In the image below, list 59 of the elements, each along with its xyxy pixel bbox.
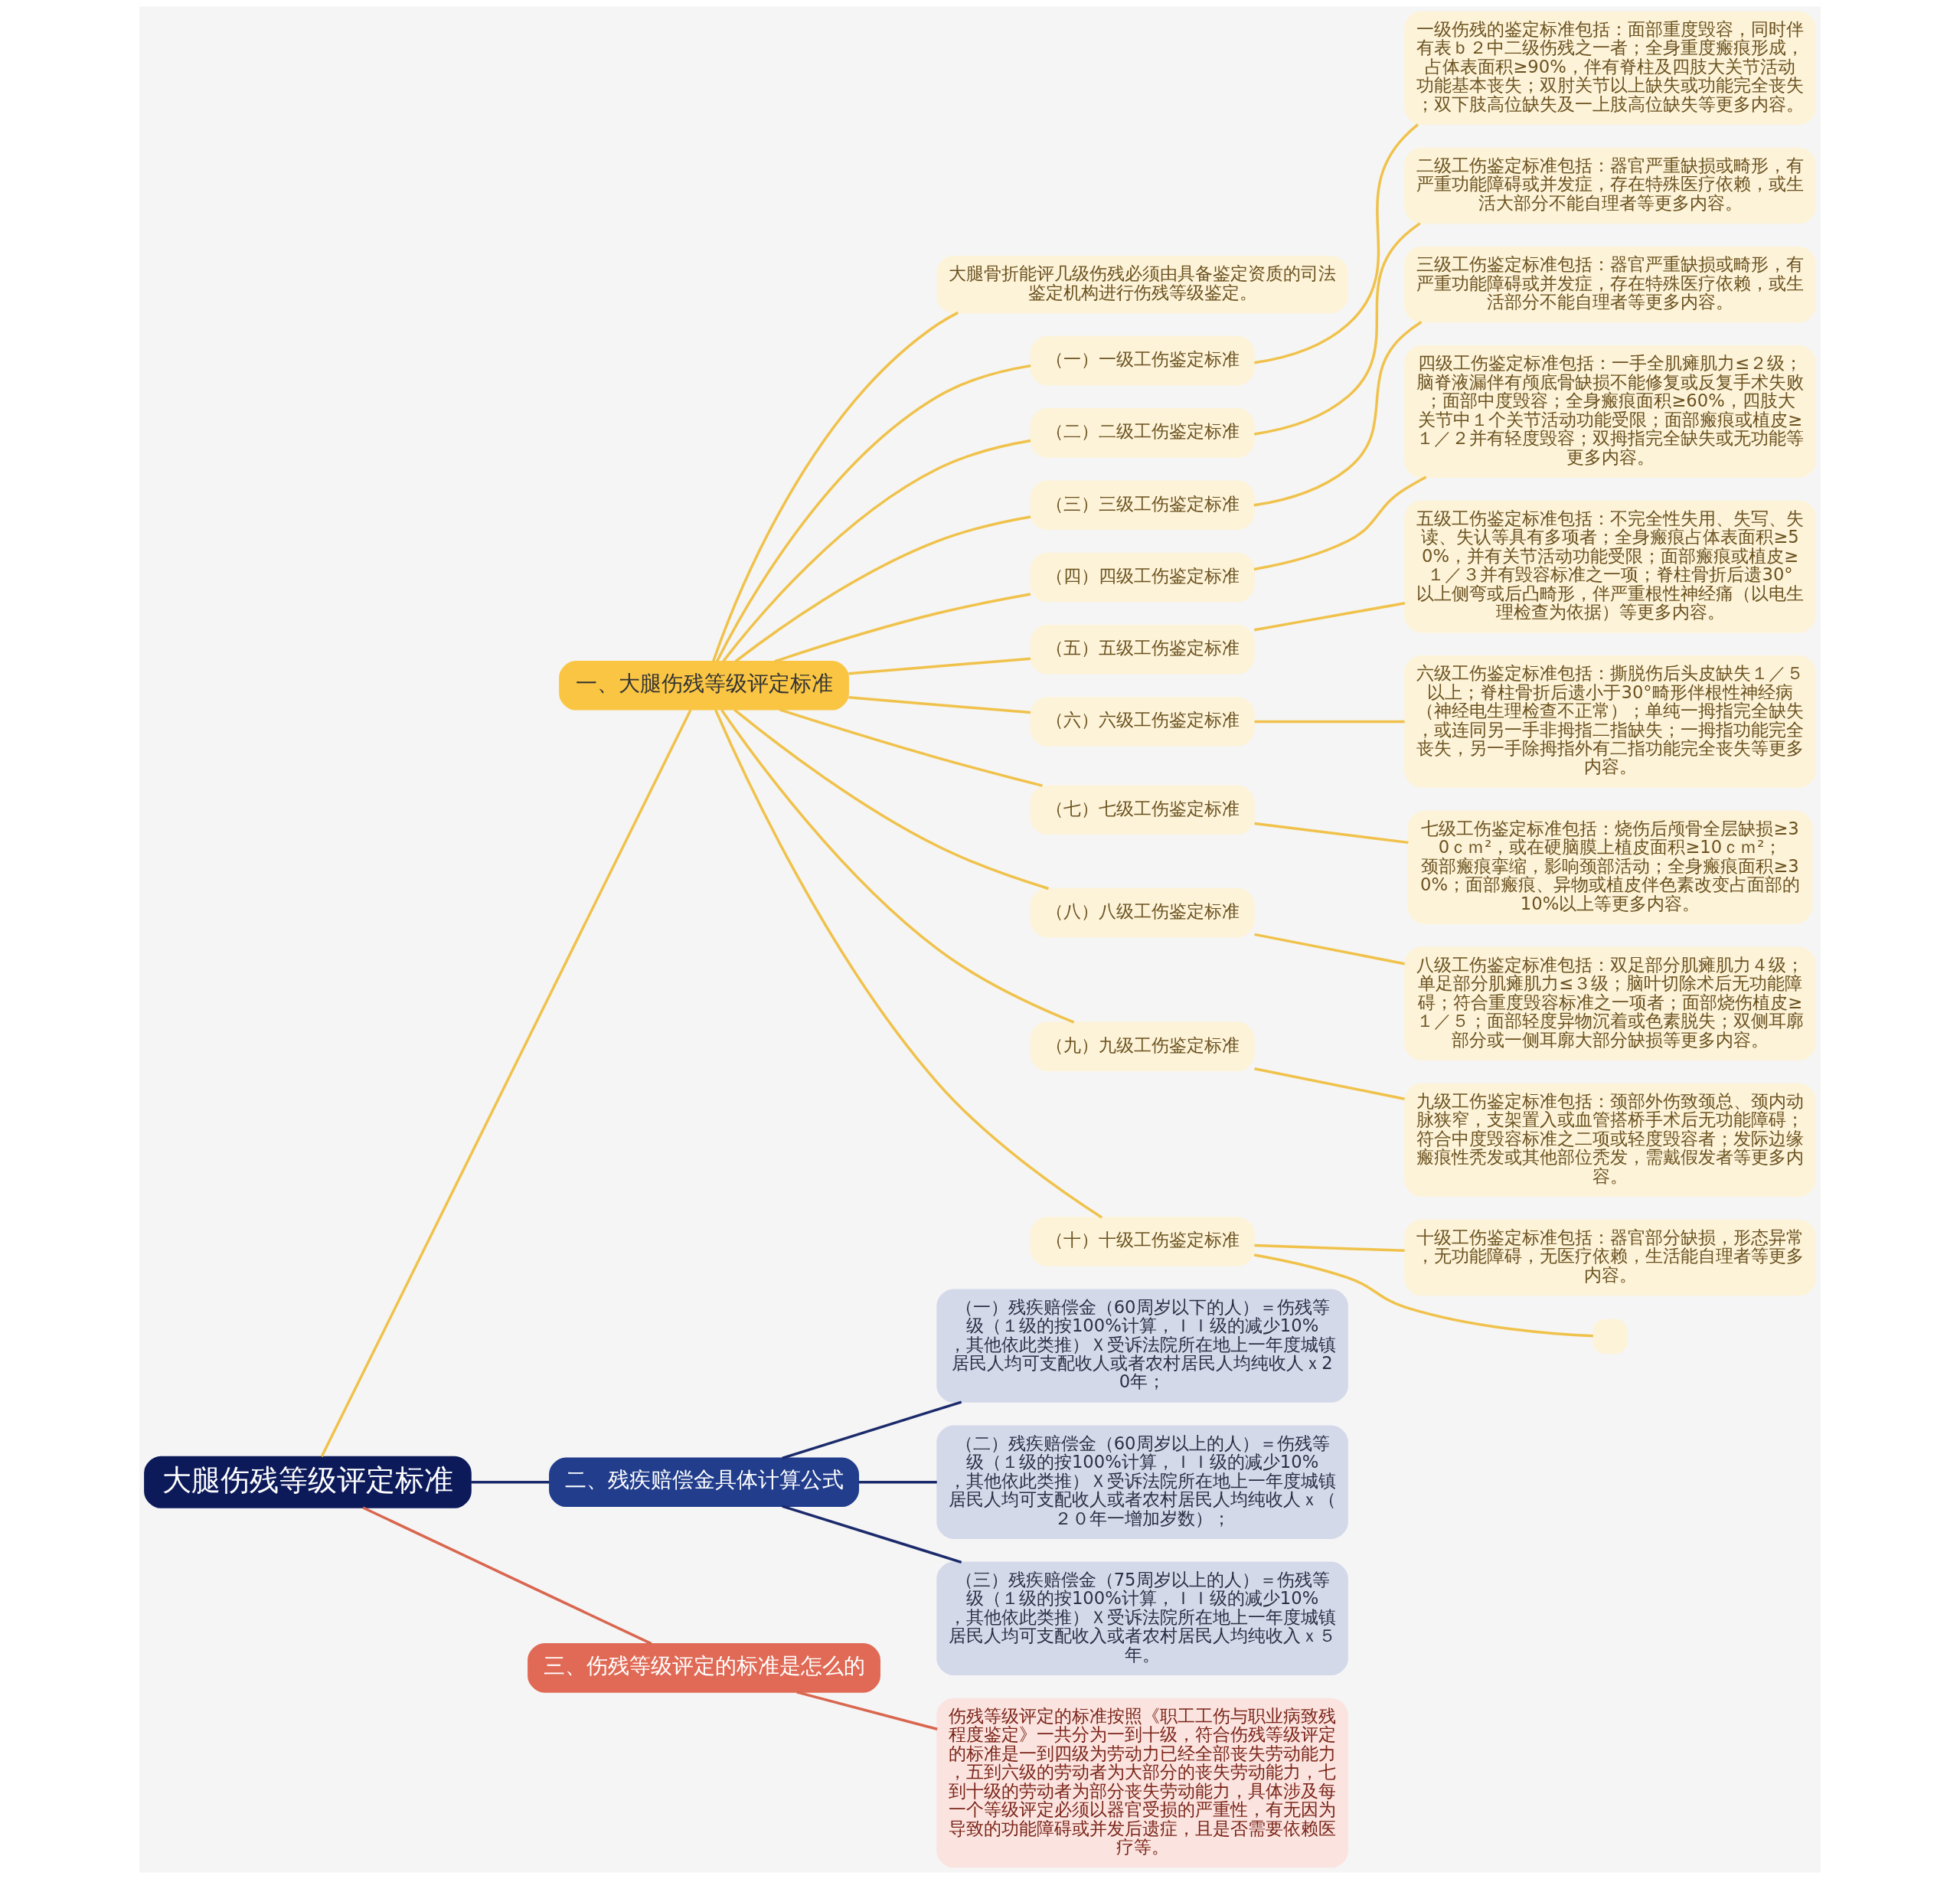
node-box: 九级工伤鉴定标准包括：颈部外伤致颈总、颈内动脉狭窄，支架置入或血管搭桥手术后无功能障碍；符合中度毁容标准之二项或轻度毁容者；发际边缘瘢痕性秃发或其他部位秃发，需戴假发者等更多内容。 bbox=[1404, 1083, 1816, 1198]
node-box: （八）八级工伤鉴定标准 bbox=[1030, 887, 1255, 938]
connector bbox=[1253, 321, 1423, 507]
node-box: 大腿伤残等级评定标准 bbox=[144, 1456, 472, 1508]
node-box: 一级伤残的鉴定标准包括：面部重度毁容，同时伴有表ｂ２中二级伤残之一者；全身重度瘢痕形成，占体表面积≥90%，伴有脊柱及四肢大关节活动功能基本丧失；双肘关节以上缺失或功能完全丧失；双下肢高位缺失及一上肢高位缺失等更多内容。 bbox=[1404, 11, 1816, 126]
connector bbox=[734, 515, 1031, 663]
node-box: （七）七级工伤鉴定标准 bbox=[1030, 785, 1255, 835]
connector bbox=[320, 709, 692, 1458]
node-box: 三、伤残等级评定的标准是怎么的 bbox=[528, 1643, 880, 1693]
connector bbox=[782, 1505, 962, 1564]
node-box: 大腿骨折能评几级伤残必须由具备鉴定资质的司法鉴定机构进行伤残等级鉴定。 bbox=[936, 256, 1348, 314]
connector bbox=[774, 593, 1031, 663]
connector bbox=[1253, 475, 1427, 571]
node-box: （五）五级工伤鉴定标准 bbox=[1030, 624, 1255, 675]
node-box: 三级工伤鉴定标准包括：器官严重缺损或畸形，有严重功能障碍或并发症，存在特殊医疗依赖，或生活部分不能自理者等更多内容。 bbox=[1404, 246, 1816, 323]
connector bbox=[1254, 720, 1405, 724]
connector bbox=[1254, 222, 1421, 436]
node-box: 六级工伤鉴定标准包括：撕脱伤后头皮缺失１／５以上；脊柱骨折后遗小于30°畸形伴根性神经病（神经电生理检查不正常）；单纯一拇指完全缺失，或连同另一手非拇指二指缺失；一拇指功能完全丧失，另一手除拇指外有二指功能完全丧失等更多内容。 bbox=[1404, 655, 1816, 788]
connector bbox=[779, 708, 1043, 787]
connector bbox=[1253, 1253, 1593, 1338]
connector bbox=[858, 1480, 937, 1484]
node-box: 十级工伤鉴定标准包括：器官部分缺损，形态异常，无功能障碍，无医疗依赖，生活能自理者等更多内容。 bbox=[1404, 1219, 1816, 1296]
connector bbox=[796, 1691, 938, 1730]
node-box: （一）一级工伤鉴定标准 bbox=[1030, 335, 1255, 386]
connector bbox=[714, 709, 1102, 1219]
node-box: （四）四级工伤鉴定标准 bbox=[1030, 552, 1255, 603]
connector bbox=[1254, 1243, 1405, 1252]
connector bbox=[1254, 1067, 1405, 1100]
connector bbox=[362, 1506, 652, 1645]
node-box: 二级工伤鉴定标准包括：器官严重缺损或畸形，有严重功能障碍或并发症，存在特殊医疗依赖，或生活大部分不能自理者等更多内容。 bbox=[1404, 147, 1816, 224]
connector bbox=[848, 696, 1031, 714]
connector bbox=[722, 439, 1031, 662]
connector bbox=[848, 657, 1031, 675]
node-box: （九）九级工伤鉴定标准 bbox=[1030, 1021, 1255, 1071]
connector bbox=[1253, 602, 1406, 632]
connector bbox=[720, 709, 1075, 1024]
node-box: （一）残疾赔偿金（60周岁以下的人）＝伤残等级（１级的按100%计算，ＩＩ级的减少10%，其他依此类推）Ｘ受诉法院所在地上一年度城镇居民人均可支配收人或者农村居民人均纯收人ｘ20年； bbox=[936, 1289, 1348, 1403]
connector bbox=[1254, 822, 1409, 845]
connector bbox=[733, 708, 1049, 890]
node-box: （三）残疾赔偿金（75周岁以上的人）＝伤残等级（１级的按100%计算，ＩＩ级的减少10%，其他依此类推）Ｘ受诉法院所在地上一年度城镇居民人均可支配收入或者农村居民人均纯收入ｘ５年。 bbox=[936, 1561, 1348, 1675]
connector bbox=[711, 311, 959, 662]
connector bbox=[716, 364, 1031, 662]
node-box: 七级工伤鉴定标准包括：烧伤后颅骨全层缺损≥30ｃｍ²，或在硬脑膜上植皮面积≥10ｃｍ²；颈部瘢痕挛缩，影响颈部活动；全身瘢痕面积≥30%；面部瘢痕、异物或植皮伴色素改变占面部的10%以上等更多内容。 bbox=[1407, 810, 1813, 924]
connector bbox=[471, 1480, 550, 1484]
node-box bbox=[1592, 1319, 1628, 1355]
node-box: 五级工伤鉴定标准包括：不完全性失用、失写、失读、失认等具有多项者；全身瘢痕占体表面积≥50%，并有关节活动功能受限；面部瘢痕或植皮≥１／３并有毁容标准之一项；脊柱骨折后遗30°以上侧弯或后凸畸形，伴严重根性神经痛（以电生理检查为依据）等更多内容。 bbox=[1404, 500, 1816, 633]
node-box: 四级工伤鉴定标准包括：一手全肌瘫肌力≤２级；脑脊液漏伴有颅底骨缺损不能修复或反复手术失败；面部中度毁容；全身瘢痕面积≥60%，四肢大关节中１个关节活动功能受限；面部瘢痕或植皮≥１／２并有轻度毁容；双拇指完全缺失或无功能等更多内容。 bbox=[1404, 345, 1816, 478]
node-box: （二）二级工伤鉴定标准 bbox=[1030, 408, 1255, 458]
node-box: 八级工伤鉴定标准包括：双足部分肌瘫肌力４级；单足部分肌瘫肌力≤３级；脑叶切除术后无功能障碍；符合重度毁容标准之一项者；面部烧伤植皮≥１／５；面部轻度异物沉着或色素脱失；双侧耳廓部分或一侧耳廓大部分缺损等更多内容。 bbox=[1404, 946, 1816, 1060]
connector bbox=[782, 1400, 962, 1459]
node-box: （二）残疾赔偿金（60周岁以上的人）＝伤残等级（１级的按100%计算，ＩＩ级的减少10%，其他依此类推）Ｘ受诉法院所在地上一年度城镇居民人均可支配收人或者农村居民人均纯收人ｘ（２０年一增加岁数）； bbox=[936, 1425, 1348, 1539]
node-box: （六）六级工伤鉴定标准 bbox=[1030, 697, 1255, 747]
node-box: 一、大腿伤残等级评定标准 bbox=[559, 661, 849, 711]
node-box: 二、残疾赔偿金具体计算公式 bbox=[549, 1457, 860, 1508]
node-box: （十）十级工伤鉴定标准 bbox=[1030, 1217, 1255, 1266]
node-box: 伤残等级评定的标准按照《职工工伤与职业病致残程度鉴定》一共分为一到十级，符合伤残等级评定的标准是一到四级为劳动力已经全部丧失劳动能力，五到六级的劳动者为大部分的丧失劳动能力，七到十级的劳动者为部分丧失劳动能力，具体涉及每一个等级评定必须以器官受损的严重性，有无因为导致的功能障碍或并发后遗症，且是否需要依赖医疗等。 bbox=[936, 1698, 1348, 1868]
connector bbox=[1254, 933, 1405, 966]
node-box: （三）三级工伤鉴定标准 bbox=[1030, 480, 1255, 530]
connector bbox=[1254, 123, 1419, 364]
